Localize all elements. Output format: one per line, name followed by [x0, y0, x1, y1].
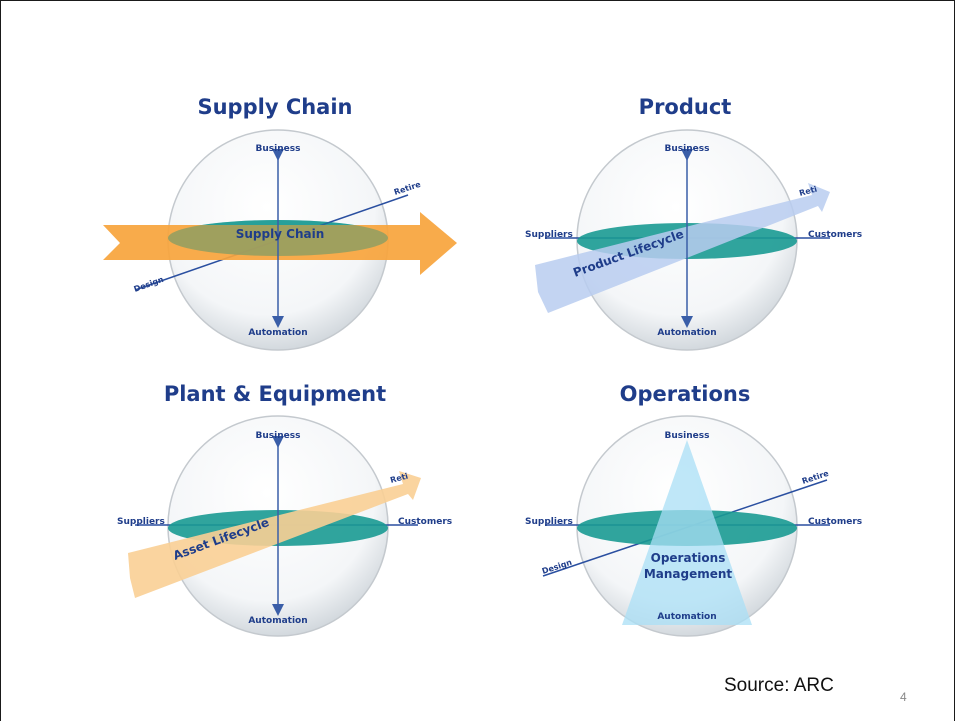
product-diagram: Business Automation Suppliers Customers … [525, 129, 862, 351]
supply-chain-diagram: Business Automation Retire Design Supply… [103, 129, 457, 351]
operations-cone [622, 440, 752, 625]
axis-bottom-label: Automation [657, 328, 716, 338]
source-caption: Source: ARC [724, 675, 834, 696]
supply-chain-arrow-label: Supply Chain [236, 227, 325, 241]
plant-equipment-diagram: Business Automation Suppliers Customers … [117, 415, 452, 637]
plant-equipment-title: Plant & Equipment [163, 382, 387, 406]
retire-label: Retire [393, 180, 423, 197]
axis-right-label: Customers [808, 230, 862, 240]
axis-left-label: Suppliers [117, 517, 165, 527]
page-number: 4 [900, 690, 907, 704]
axis-left-label: Suppliers [525, 517, 573, 527]
axis-right-label: Customers [398, 517, 452, 527]
axis-top-label: Business [256, 144, 301, 154]
design-label: Design [541, 558, 574, 576]
axis-top-label: Business [665, 431, 710, 441]
operations-management-line1: Operations [651, 551, 726, 565]
product-title: Product [638, 95, 732, 119]
axis-bottom-label: Automation [657, 612, 716, 622]
operations-management-line2: Management [644, 567, 733, 581]
operations-title: Operations [619, 382, 751, 406]
axis-top-label: Business [256, 431, 301, 441]
axis-left-label: Suppliers [525, 230, 573, 240]
operations-diagram: Business Automation Suppliers Customers … [525, 415, 862, 637]
axis-top-label: Business [665, 144, 710, 154]
axis-bottom-label: Automation [248, 328, 307, 338]
axis-right-label: Customers [808, 517, 862, 527]
supply-chain-title: Supply Chain [197, 95, 353, 119]
design-label: Design [133, 275, 165, 294]
axis-bottom-label: Automation [248, 616, 307, 626]
